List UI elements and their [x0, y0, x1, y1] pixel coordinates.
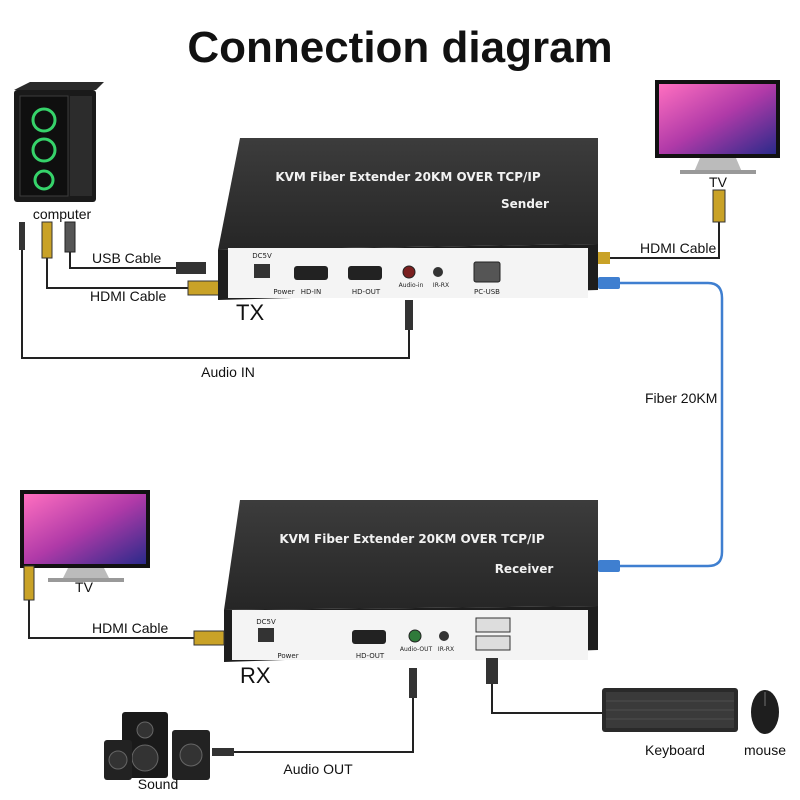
computer-tower: [14, 82, 104, 202]
usb-cable-label: USB Cable: [92, 250, 161, 266]
fiber-cable: [612, 281, 724, 568]
tv-bottom: [20, 490, 150, 582]
tx-port-hd-out: HD-OUT: [352, 288, 381, 296]
tx-port-ir-rx: IR-RX: [433, 282, 449, 289]
hdmi-cable-tx-label: HDMI Cable: [90, 288, 166, 304]
rx-fiber-plug: [598, 560, 620, 572]
tx-port-pc-usb: PC-USB: [474, 288, 500, 296]
rx-box-role: Receiver: [495, 562, 554, 576]
rx-box-name: KVM Fiber Extender 20KM OVER TCP/IP: [279, 532, 545, 546]
speaker-audio-plug: [212, 748, 234, 756]
hdmi-cable-tv-top: [606, 220, 720, 259]
page-title: Connection diagram: [187, 23, 612, 72]
tv-top-label: TV: [709, 174, 728, 190]
tx-hdmi-out-plug: [598, 252, 610, 264]
tx-tag: TX: [236, 300, 264, 325]
tx-box-name: KVM Fiber Extender 20KM OVER TCP/IP: [275, 170, 541, 184]
computer-label: computer: [33, 206, 92, 222]
rx-port-audio-out: Audio-OUT: [400, 646, 433, 653]
rx-extender-box: [224, 500, 598, 662]
audio-out-label: Audio OUT: [283, 761, 353, 777]
rx-tag: RX: [240, 663, 271, 688]
hdmi-cable-rx: [28, 600, 196, 639]
keyboard-label: Keyboard: [645, 742, 705, 758]
hdmi-cable-tv-top-label: HDMI Cable: [640, 240, 716, 256]
rx-port-dc: DC5V: [256, 618, 276, 626]
tv-top-hdmi-plug: [712, 189, 726, 223]
fiber-label: Fiber 20KM: [645, 390, 717, 406]
sound-label: Sound: [138, 776, 178, 792]
hdmi-plug-rx: [193, 630, 225, 646]
usb-cable: [69, 248, 178, 269]
tx-box-role: Sender: [501, 197, 549, 211]
audio-plug-rx: [409, 668, 417, 698]
rx-port-power: Power: [277, 652, 298, 660]
audio-plug-tx: [405, 300, 413, 330]
hdmi-cable-tx: [46, 258, 190, 289]
computer-connectors: [19, 221, 76, 259]
tv-bottom-label: TV: [75, 579, 94, 595]
audio-out-cable: [232, 690, 414, 753]
rx-port-hd-out: HD-OUT: [356, 652, 385, 660]
tv-top: [655, 80, 780, 174]
keyboard: [602, 688, 738, 732]
tx-fiber-plug: [598, 277, 620, 289]
usb-plug-tx: [176, 262, 206, 274]
tx-port-dc: DC5V: [252, 252, 272, 260]
rx-port-ir-rx: IR-RX: [438, 646, 454, 653]
tx-cables: [21, 220, 720, 359]
tx-port-audio-in: Audio-in: [399, 282, 424, 289]
hdmi-cable-rx-label: HDMI Cable: [92, 620, 168, 636]
mouse-label: mouse: [744, 742, 786, 758]
rx-cables: [28, 600, 610, 753]
usb-keyboard-cable: [491, 680, 610, 714]
audio-in-label: Audio IN: [201, 364, 255, 380]
usb-plug-rx: [486, 658, 498, 684]
tx-port-power: Power: [273, 288, 294, 296]
sound-speakers: [104, 712, 210, 780]
tx-extender-box: [218, 138, 598, 300]
tv-bottom-hdmi-plug: [23, 565, 35, 601]
tx-port-hd-in: HD-IN: [301, 288, 321, 296]
mouse: [751, 690, 779, 734]
audio-in-cable: [21, 250, 410, 359]
